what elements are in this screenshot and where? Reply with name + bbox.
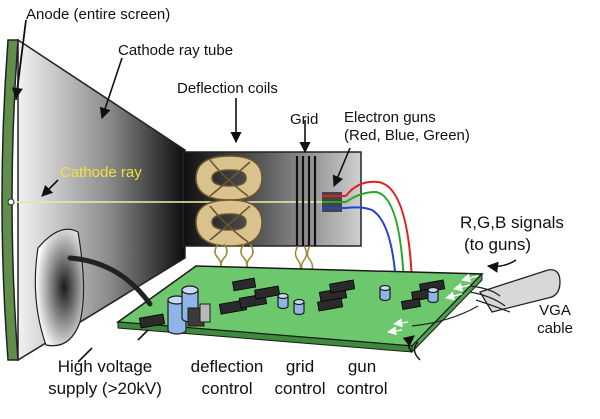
label-supply: supply (>20kV)	[48, 379, 162, 398]
label-electron-guns-colors: (Red, Blue, Green)	[344, 127, 470, 144]
label-deflection-control: deflection	[190, 357, 264, 376]
vga-cable	[411, 269, 561, 327]
label-gun-control-2: control	[336, 379, 388, 398]
label-cathode-ray-tube: Cathode ray tube	[118, 42, 234, 59]
label-high-voltage: High voltage	[57, 357, 153, 376]
label-cable: cable	[537, 320, 573, 337]
inner-funnel	[34, 228, 85, 347]
wire-red	[345, 180, 413, 283]
label-deflection-coils: Deflection coils	[177, 80, 278, 97]
anode-dot	[7, 198, 15, 206]
signal-arrows	[387, 273, 479, 336]
wire-green	[345, 190, 405, 285]
electron-guns	[322, 192, 346, 212]
pointer-arrows	[11, 19, 517, 363]
label-grid-control-2: control	[274, 379, 326, 398]
label-anode: Anode (entire screen)	[26, 6, 171, 23]
label-grid-control: grid	[285, 357, 315, 376]
label-deflection-control-2: control	[201, 379, 253, 398]
chips	[138, 277, 446, 329]
label-electron-guns: Electron guns	[344, 109, 436, 126]
label-grid: Grid	[290, 111, 319, 128]
wire-blue	[345, 206, 397, 285]
grid-plates	[295, 156, 317, 246]
label-to-guns: (to guns)	[464, 235, 532, 254]
label-rgb-signals: R,G,B signals	[460, 213, 564, 232]
hv-cable	[67, 255, 153, 307]
transistor	[187, 303, 211, 327]
label-gun-control: gun	[347, 357, 377, 376]
label-cathode-ray: Cathode ray	[60, 164, 142, 181]
gun-control-pointer	[413, 341, 421, 361]
deflection-coils	[195, 155, 263, 247]
capacitors	[167, 284, 439, 335]
label-vga: VGA	[539, 302, 571, 319]
